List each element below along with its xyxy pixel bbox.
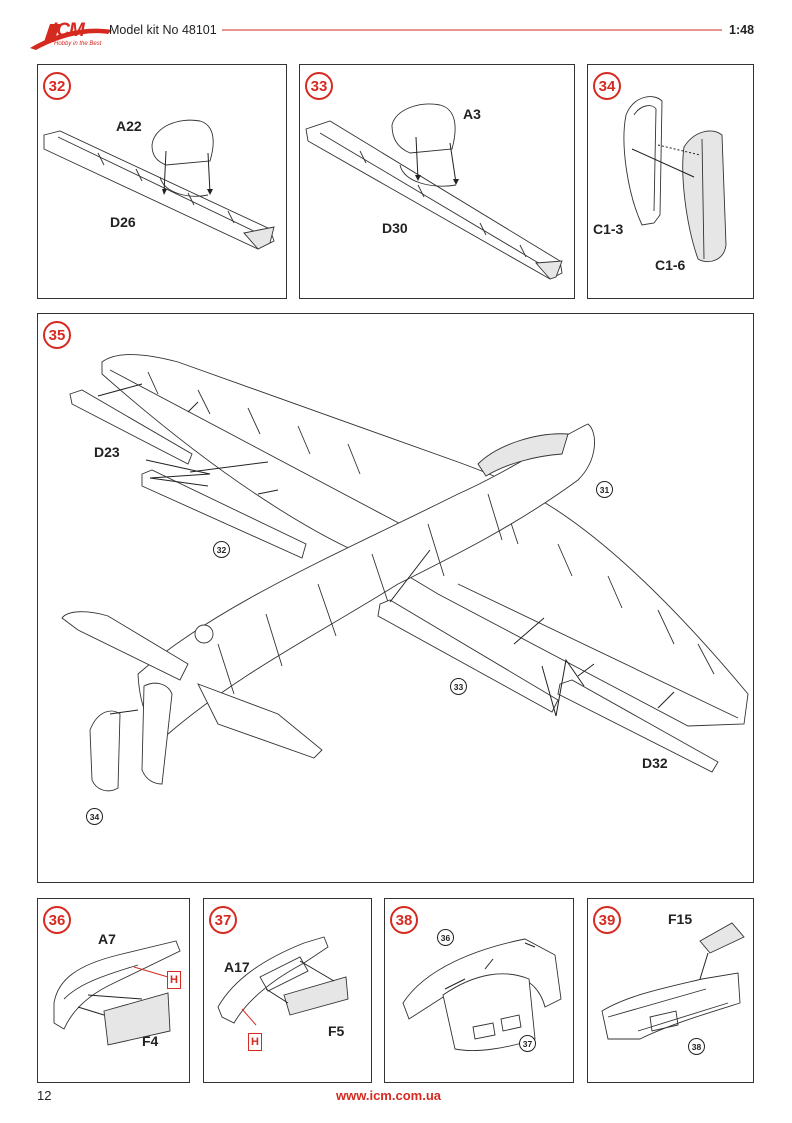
ref-step-34: 34 xyxy=(86,808,103,825)
step-35-drawing xyxy=(61,354,749,792)
paint-marker-h: H xyxy=(248,1033,262,1051)
step-37-drawing xyxy=(217,936,349,1026)
step-34-drawing xyxy=(623,96,727,263)
part-label-c1-3: C1-3 xyxy=(593,221,624,237)
step-33-drawing xyxy=(305,103,563,280)
step-number-badge: 32 xyxy=(43,72,71,100)
part-label-d30: D30 xyxy=(382,220,408,236)
part-label-c1-6: C1-6 xyxy=(655,257,686,273)
step-36-drawing xyxy=(53,940,181,1046)
ref-step-36: 36 xyxy=(437,929,454,946)
step-number-badge: 36 xyxy=(43,906,71,934)
ref-step-31: 31 xyxy=(596,481,613,498)
step-37-panel: 37 A17 F5 H xyxy=(203,898,372,1083)
step-32-panel: 32 A22 D26 xyxy=(37,64,287,299)
step-34-panel: 34 C1-3 C1-6 xyxy=(587,64,754,299)
step-38-drawing xyxy=(402,938,562,1051)
brand-slogan: Hobby in the Best xyxy=(54,41,102,47)
part-label-d26: D26 xyxy=(110,214,136,230)
step-number-badge: 33 xyxy=(305,72,333,100)
part-label-f5: F5 xyxy=(328,1023,345,1039)
part-label-a22: A22 xyxy=(116,118,142,134)
ref-step-38: 38 xyxy=(688,1038,705,1055)
ref-step-32: 32 xyxy=(213,541,230,558)
ref-step-37: 37 xyxy=(519,1035,536,1052)
part-label-f15: F15 xyxy=(668,911,693,927)
step-35-panel: 35 D23 D32 31 32 33 34 xyxy=(37,313,754,883)
brand-logo-text: ICM xyxy=(52,20,85,41)
website-link[interactable]: www.icm.com.ua xyxy=(336,1088,441,1103)
step-number-badge: 38 xyxy=(390,906,418,934)
step-39-panel: 39 F15 38 xyxy=(587,898,754,1083)
step-38-panel: 38 36 37 xyxy=(384,898,574,1083)
paint-marker-h: H xyxy=(167,971,181,989)
step-33-panel: 33 A3 D30 xyxy=(299,64,575,299)
part-label-a7: A7 xyxy=(98,931,116,947)
part-label-a3: A3 xyxy=(463,106,481,122)
step-39-drawing xyxy=(601,922,745,1040)
part-label-d32: D32 xyxy=(642,755,668,771)
header-graphics xyxy=(30,24,722,50)
step-number-badge: 39 xyxy=(593,906,621,934)
part-label-d23: D23 xyxy=(94,444,120,460)
icm-logo xyxy=(30,24,112,50)
page-number: 12 xyxy=(37,1088,52,1103)
part-label-a17: A17 xyxy=(224,959,250,975)
part-label-f4: F4 xyxy=(142,1033,159,1049)
step-32-drawing xyxy=(43,119,275,250)
step-number-badge: 37 xyxy=(209,906,237,934)
scale-label: 1:48 xyxy=(729,23,755,37)
step-number-badge: 34 xyxy=(593,72,621,100)
kit-number: Model kit No 48101 xyxy=(109,23,217,37)
step-number-badge: 35 xyxy=(43,321,71,349)
step-36-panel: 36 A7 F4 H xyxy=(37,898,190,1083)
ref-step-33: 33 xyxy=(450,678,467,695)
